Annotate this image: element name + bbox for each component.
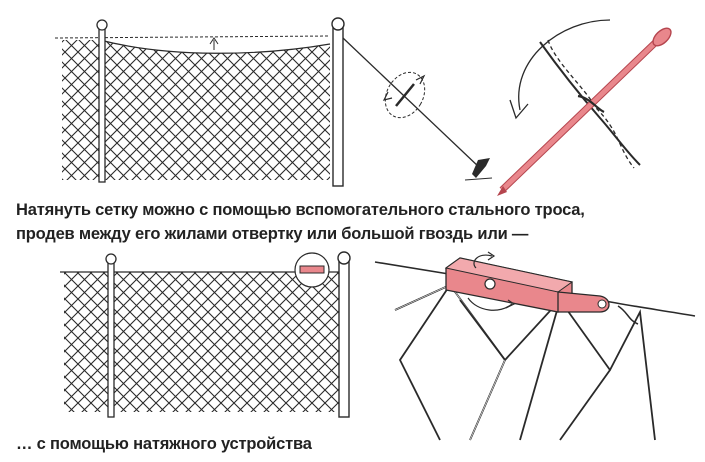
post-right-2 <box>338 261 350 418</box>
tensioner-turn-head <box>487 251 496 261</box>
detail-tensioner <box>299 265 325 274</box>
mesh-top-edge <box>99 39 331 54</box>
end-bolt <box>597 299 607 309</box>
panel-cable-tension-fence <box>54 17 493 187</box>
ground-stake <box>472 158 490 178</box>
tensioner-end-plate <box>557 291 610 313</box>
post-right-cap <box>331 17 345 31</box>
twist-arrow-left <box>382 91 393 101</box>
target-top-line <box>54 35 331 39</box>
caption-tensioner-method: … с помощью натяжного устройства <box>16 435 312 453</box>
caption-cable-method-line-1: Натянуть сетку можно с помощью вспомогат… <box>16 201 585 219</box>
tensioner-key <box>484 278 496 290</box>
caption-cable-method-line-2: продев между его жилами отвертку или бол… <box>16 225 529 243</box>
ground-line <box>464 177 493 181</box>
main-cable <box>374 261 456 276</box>
panel-tensioner-fence <box>60 251 351 418</box>
post-left <box>98 27 106 183</box>
mesh-wire-3 <box>504 298 612 441</box>
mesh-wire-4 <box>519 299 561 441</box>
post-left-2-cap <box>105 253 117 265</box>
panel-tensioner-closeup <box>374 251 696 441</box>
panel-nail-in-cable <box>497 19 672 196</box>
clamp-wire <box>617 305 639 325</box>
tensioner-turn-arc <box>473 254 493 269</box>
lift-arrow-head <box>209 37 219 45</box>
post-right-2-cap <box>337 251 351 265</box>
tensioner-lower-head <box>505 299 516 309</box>
mesh-wire-2 <box>398 284 451 441</box>
helper-cable <box>342 37 481 169</box>
mesh-wire-5 <box>609 308 656 441</box>
twist-indicator <box>384 71 426 119</box>
mesh-wire-6 <box>459 299 506 361</box>
main-cable-right <box>599 299 696 317</box>
cable-strand-b <box>547 39 635 169</box>
mesh-wire-1 <box>394 283 507 441</box>
rotation-arrow-head <box>509 99 529 120</box>
post-right <box>332 27 344 187</box>
post-left-2 <box>107 261 115 418</box>
twist-bar <box>395 83 415 107</box>
cable-strand-a <box>539 41 641 166</box>
twist-arrow-right <box>415 74 426 85</box>
nail-shaft-fill <box>500 38 660 192</box>
nail-tip <box>497 186 507 196</box>
mesh-panel-sagging <box>62 40 330 180</box>
mesh-panel-taut <box>64 272 344 412</box>
tensioner-top-face <box>444 257 574 293</box>
cable-wrap <box>577 94 605 113</box>
post-left-cap <box>96 19 108 31</box>
nail-head <box>652 27 672 47</box>
mesh-wire-1-inner <box>394 284 506 441</box>
